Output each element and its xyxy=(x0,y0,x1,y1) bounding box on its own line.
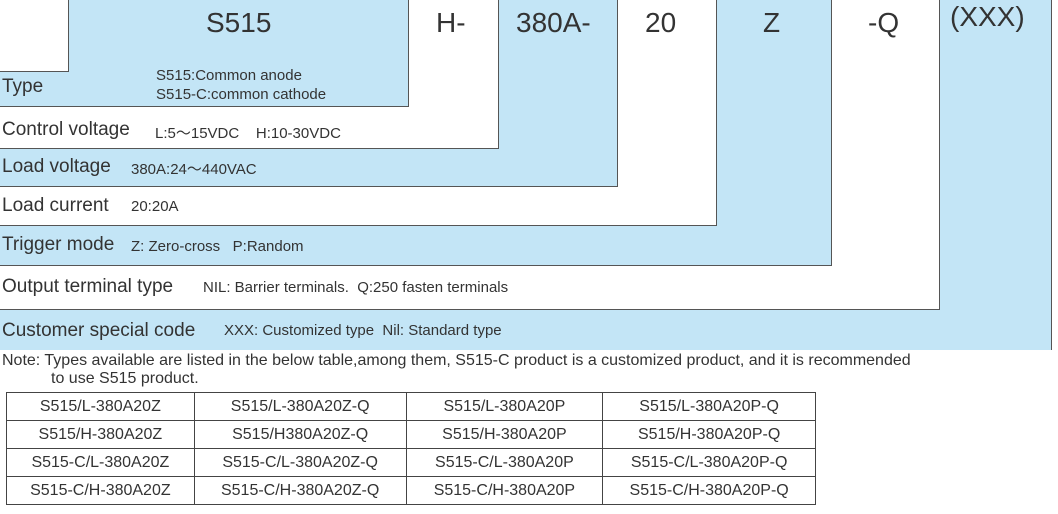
code-control: H- xyxy=(436,7,466,38)
table-cell: S515/H-380A20P-Q xyxy=(602,420,816,449)
code-custom: (XXX) xyxy=(950,1,1025,32)
table-row: S515-C/L-380A20Z S515-C/L-380A20Z-Q S515… xyxy=(6,448,816,477)
table-cell: S515/L-380A20Z xyxy=(6,392,195,421)
note-line1: Note: Types available are listed in the … xyxy=(2,352,911,369)
table-cell: S515-C/H-380A20Z-Q xyxy=(193,476,407,505)
table-cell: S515-C/L-380A20Z xyxy=(6,448,195,477)
label-output-terminal: Output terminal type xyxy=(2,276,174,297)
label-type: Type xyxy=(2,76,44,97)
label-load-voltage: Load voltage xyxy=(2,156,111,177)
table-cell: S515-C/H-380A20P-Q xyxy=(602,476,816,505)
label-trigger-mode: Trigger mode xyxy=(2,234,115,255)
table-cell: S515-C/L-380A20P xyxy=(405,448,604,477)
models-table: S515/L-380A20Z S515/L-380A20Z-Q S515/L-3… xyxy=(6,392,816,505)
label-customer-code: Customer special code xyxy=(2,320,196,341)
desc-trigger-mode: Z: Zero-cross P:Random xyxy=(131,238,304,255)
note-line2: to use S515 product. xyxy=(51,370,199,387)
label-control-voltage: Control voltage xyxy=(2,119,130,140)
code-series: S515 xyxy=(206,7,272,38)
desc-control-voltage: L:5～15VDC H:10-30VDC xyxy=(155,125,341,142)
table-cell: S515/H380A20Z-Q xyxy=(193,420,407,449)
desc-type-line1: S515:Common anode xyxy=(156,67,302,84)
block-top-left-blank xyxy=(0,0,69,72)
desc-output-terminal: NIL: Barrier terminals. Q:250 fasten ter… xyxy=(203,279,509,296)
code-trigger: Z xyxy=(763,7,781,38)
desc-load-voltage: 380A:24～440VAC xyxy=(131,161,257,178)
table-cell: S515-C/L-380A20Z-Q xyxy=(193,448,407,477)
code-load: 380A- xyxy=(516,7,591,38)
table-cell: S515-C/L-380A20P-Q xyxy=(602,448,816,477)
code-terminal: -Q xyxy=(868,7,900,38)
table-row: S515/H-380A20Z S515/H380A20Z-Q S515/H-38… xyxy=(6,420,816,449)
table-cell: S515/L-380A20P-Q xyxy=(602,392,816,421)
table-cell: S515/L-380A20P xyxy=(405,392,604,421)
table-cell: S515/H-380A20Z xyxy=(6,420,195,449)
desc-load-current: 20:20A xyxy=(131,198,179,215)
table-cell: S515-C/H-380A20Z xyxy=(6,476,195,505)
desc-type-line2: S515-C:common cathode xyxy=(156,86,327,103)
table-cell: S515/H-380A20P xyxy=(405,420,604,449)
label-load-current: Load current xyxy=(2,195,109,216)
desc-customer-code: XXX: Customized type Nil: Standard type xyxy=(224,322,502,339)
table-row: S515/L-380A20Z S515/L-380A20Z-Q S515/L-3… xyxy=(6,392,816,421)
code-current: 20 xyxy=(645,7,677,38)
table-row: S515-C/H-380A20Z S515-C/H-380A20Z-Q S515… xyxy=(6,476,816,505)
table-cell: S515/L-380A20Z-Q xyxy=(193,392,407,421)
table-cell: S515-C/H-380A20P xyxy=(405,476,604,505)
